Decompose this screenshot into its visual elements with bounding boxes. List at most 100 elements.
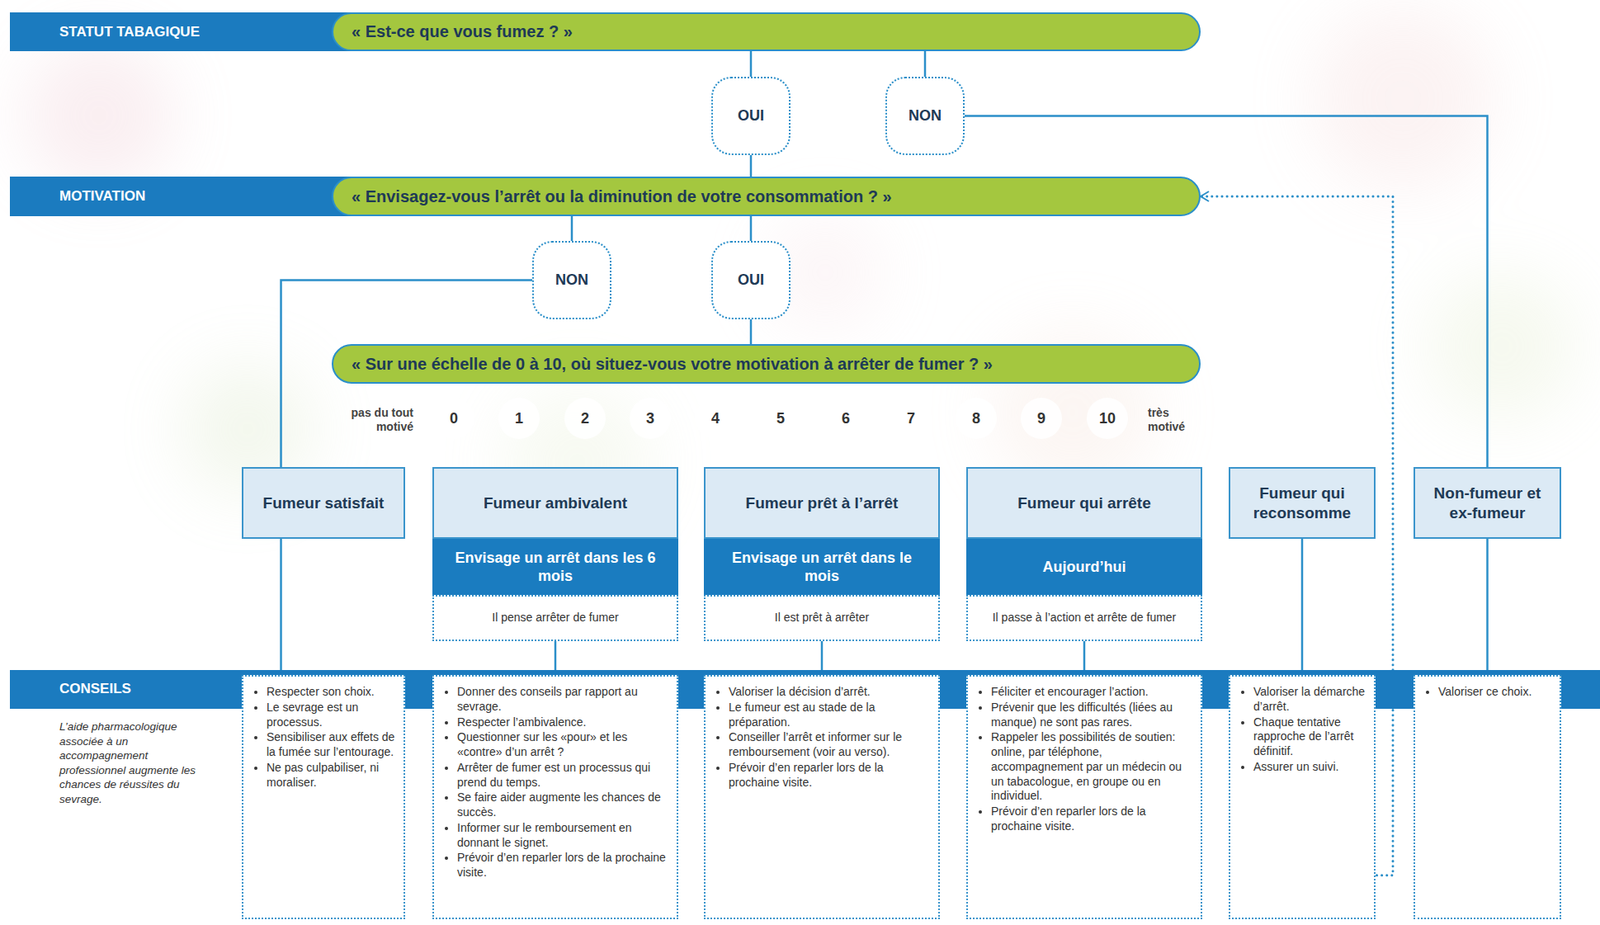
note-text: L’aide pharmacologique associée à un acc… [59, 719, 199, 807]
flow-line [279, 538, 283, 675]
scale-circle [955, 397, 997, 439]
scale-number: 3 [629, 397, 671, 439]
stage-description: Il passe à l’action et arrête de fumer [966, 594, 1203, 642]
advice-item: Prévoir d’en reparler lors de la prochai… [728, 760, 930, 791]
timing-box: Envisage un arrêt dans les 6 mois [432, 538, 679, 595]
section-band: MOTIVATION [9, 176, 357, 217]
scale-circle [1086, 397, 1129, 439]
question-text: « Sur une échelle de 0 à 10, où situez-v… [351, 354, 993, 374]
stage-box: Non-fumeur et ex-fumeur [1413, 467, 1562, 539]
advice-item: Informer sur le remboursement en donnant… [457, 821, 669, 851]
answer-box: OUI [711, 240, 791, 320]
advice-item: Rappeler les possibilités de soutien: on… [991, 730, 1193, 804]
advice-item: Conseiller l’arrêt et informer sur le re… [728, 730, 930, 760]
advice-item: Respecter l’ambivalence. [457, 715, 669, 731]
timing-box: Aujourd’hui [966, 538, 1203, 595]
flow-line [750, 319, 753, 345]
advice-list: Valoriser la démarche d’arrêt.Chaque ten… [1240, 684, 1366, 775]
question-pill: « Envisagez-vous l’arrêt ou la diminutio… [331, 176, 1201, 217]
stage-title: Non-fumeur et ex-fumeur [1430, 483, 1545, 524]
answer-text: NON [555, 271, 589, 289]
question-pill: « Sur une échelle de 0 à 10, où situez-v… [331, 344, 1201, 384]
section-band: STATUT TABAGIQUE [9, 12, 357, 52]
stage-box: Fumeur qui reconsomme [1228, 467, 1376, 539]
stage-description: Il pense arrêter de fumer [432, 594, 679, 642]
advice-item: Ne pas culpabiliser, ni moraliser. [266, 760, 396, 791]
flow-line [1486, 538, 1489, 675]
answer-box: OUI [711, 76, 791, 156]
scale-circle [694, 397, 737, 439]
flow-line [750, 155, 753, 177]
description-text: Il passe à l’action et arrête de fumer [992, 610, 1177, 626]
advice-list: Donner des conseils par rapport au sevra… [443, 684, 669, 881]
advice-list: Valoriser la décision d’arrêt.Le fumeur … [715, 684, 930, 790]
scale-circle [498, 397, 540, 439]
flow-line [750, 51, 753, 77]
stage-title: Fumeur ambivalent [483, 493, 628, 514]
advice-item: Questionner sur les «pour» et les «contr… [457, 730, 669, 760]
flow-line [924, 51, 927, 77]
answer-box: NON [885, 76, 965, 156]
question-text: « Envisagez-vous l’arrêt ou la diminutio… [351, 187, 893, 207]
scale-number: 7 [890, 397, 932, 439]
scale-circle [1020, 397, 1062, 439]
advice-box: Donner des conseils par rapport au sevra… [432, 674, 679, 920]
advice-box: Féliciter et encourager l’action.Préveni… [966, 674, 1203, 920]
scale-number: 2 [564, 397, 606, 439]
scale-number: 4 [694, 397, 737, 439]
timing-text: Envisage un arrêt dans les 6 mois [443, 548, 667, 586]
advice-box: Valoriser la démarche d’arrêt.Chaque ten… [1228, 674, 1376, 920]
stage-box: Fumeur prêt à l’arrêt [703, 467, 940, 539]
advice-item: Valoriser la décision d’arrêt. [728, 684, 930, 700]
advice-item: Valoriser ce choix. [1438, 684, 1552, 700]
advice-item: Le fumeur est au stade de la préparation… [728, 700, 930, 731]
answer-text: NON [908, 107, 942, 125]
section-label: STATUT TABAGIQUE [59, 23, 200, 41]
advice-item: Se faire aider augmente les chances de s… [457, 790, 669, 821]
advice-list: Féliciter et encourager l’action.Préveni… [977, 684, 1193, 835]
timing-text: Aujourd’hui [1043, 557, 1127, 577]
advice-item: Prévoir d’en reparler lors de la prochai… [457, 850, 669, 881]
scale-circle [825, 397, 867, 439]
advice-item: Valoriser la démarche d’arrêt. [1253, 684, 1366, 715]
advice-item: Prévenir que les difficultés (liées au m… [991, 700, 1193, 731]
stage-box: Fumeur qui arrête [966, 467, 1203, 539]
advice-item: Le sevrage est un processus. [266, 700, 396, 731]
advice-item: Sensibiliser aux effets de la fumée sur … [266, 730, 396, 760]
flow-line [964, 116, 1488, 468]
advice-item: Respecter son choix. [266, 684, 396, 700]
advice-item: Donner des conseils par rapport au sevra… [457, 684, 669, 715]
stage-box: Fumeur satisfait [241, 467, 406, 539]
stage-description: Il est prêt à arrêter [703, 594, 940, 642]
section-label: CONSEILS [59, 680, 132, 698]
timing-box: Envisage un arrêt dans le mois [703, 538, 940, 595]
advice-box: Valoriser ce choix. [1413, 674, 1562, 920]
section-label: MOTIVATION [59, 188, 146, 205]
description-text: Il pense arrêter de fumer [491, 610, 619, 626]
timing-text: Envisage un arrêt dans le mois [715, 548, 929, 586]
advice-item: Arrêter de fumer est un processus qui pr… [457, 760, 669, 791]
answer-text: OUI [737, 271, 765, 289]
scale-number: 6 [825, 397, 867, 439]
advice-box: Valoriser la décision d’arrêt.Le fumeur … [703, 674, 940, 920]
scale-circle [759, 397, 802, 439]
scale-end-label: très motivé [1147, 405, 1206, 435]
answer-text: OUI [737, 107, 765, 125]
scale-number: 9 [1020, 397, 1062, 439]
scale-circle [629, 397, 671, 439]
advice-item: Assurer un suivi. [1253, 759, 1366, 775]
scale-end-label: pas du tout motivé [336, 405, 414, 435]
stage-title: Fumeur qui arrête [1017, 493, 1152, 514]
flow-line [1301, 538, 1304, 675]
description-text: Il est prêt à arrêter [774, 610, 869, 626]
scale-number: 0 [433, 397, 475, 439]
flow-line [571, 216, 574, 241]
scale-circle [564, 397, 606, 439]
stage-title: Fumeur satisfait [263, 493, 385, 514]
advice-list: Respecter son choix.Le sevrage est un pr… [253, 684, 396, 790]
scale-number: 10 [1086, 397, 1129, 439]
scale-number: 5 [759, 397, 802, 439]
question-pill: « Est-ce que vous fumez ? » [331, 12, 1201, 52]
scale-number: 1 [498, 397, 540, 439]
advice-item: Prévoir d’en reparler lors de la prochai… [991, 804, 1193, 835]
